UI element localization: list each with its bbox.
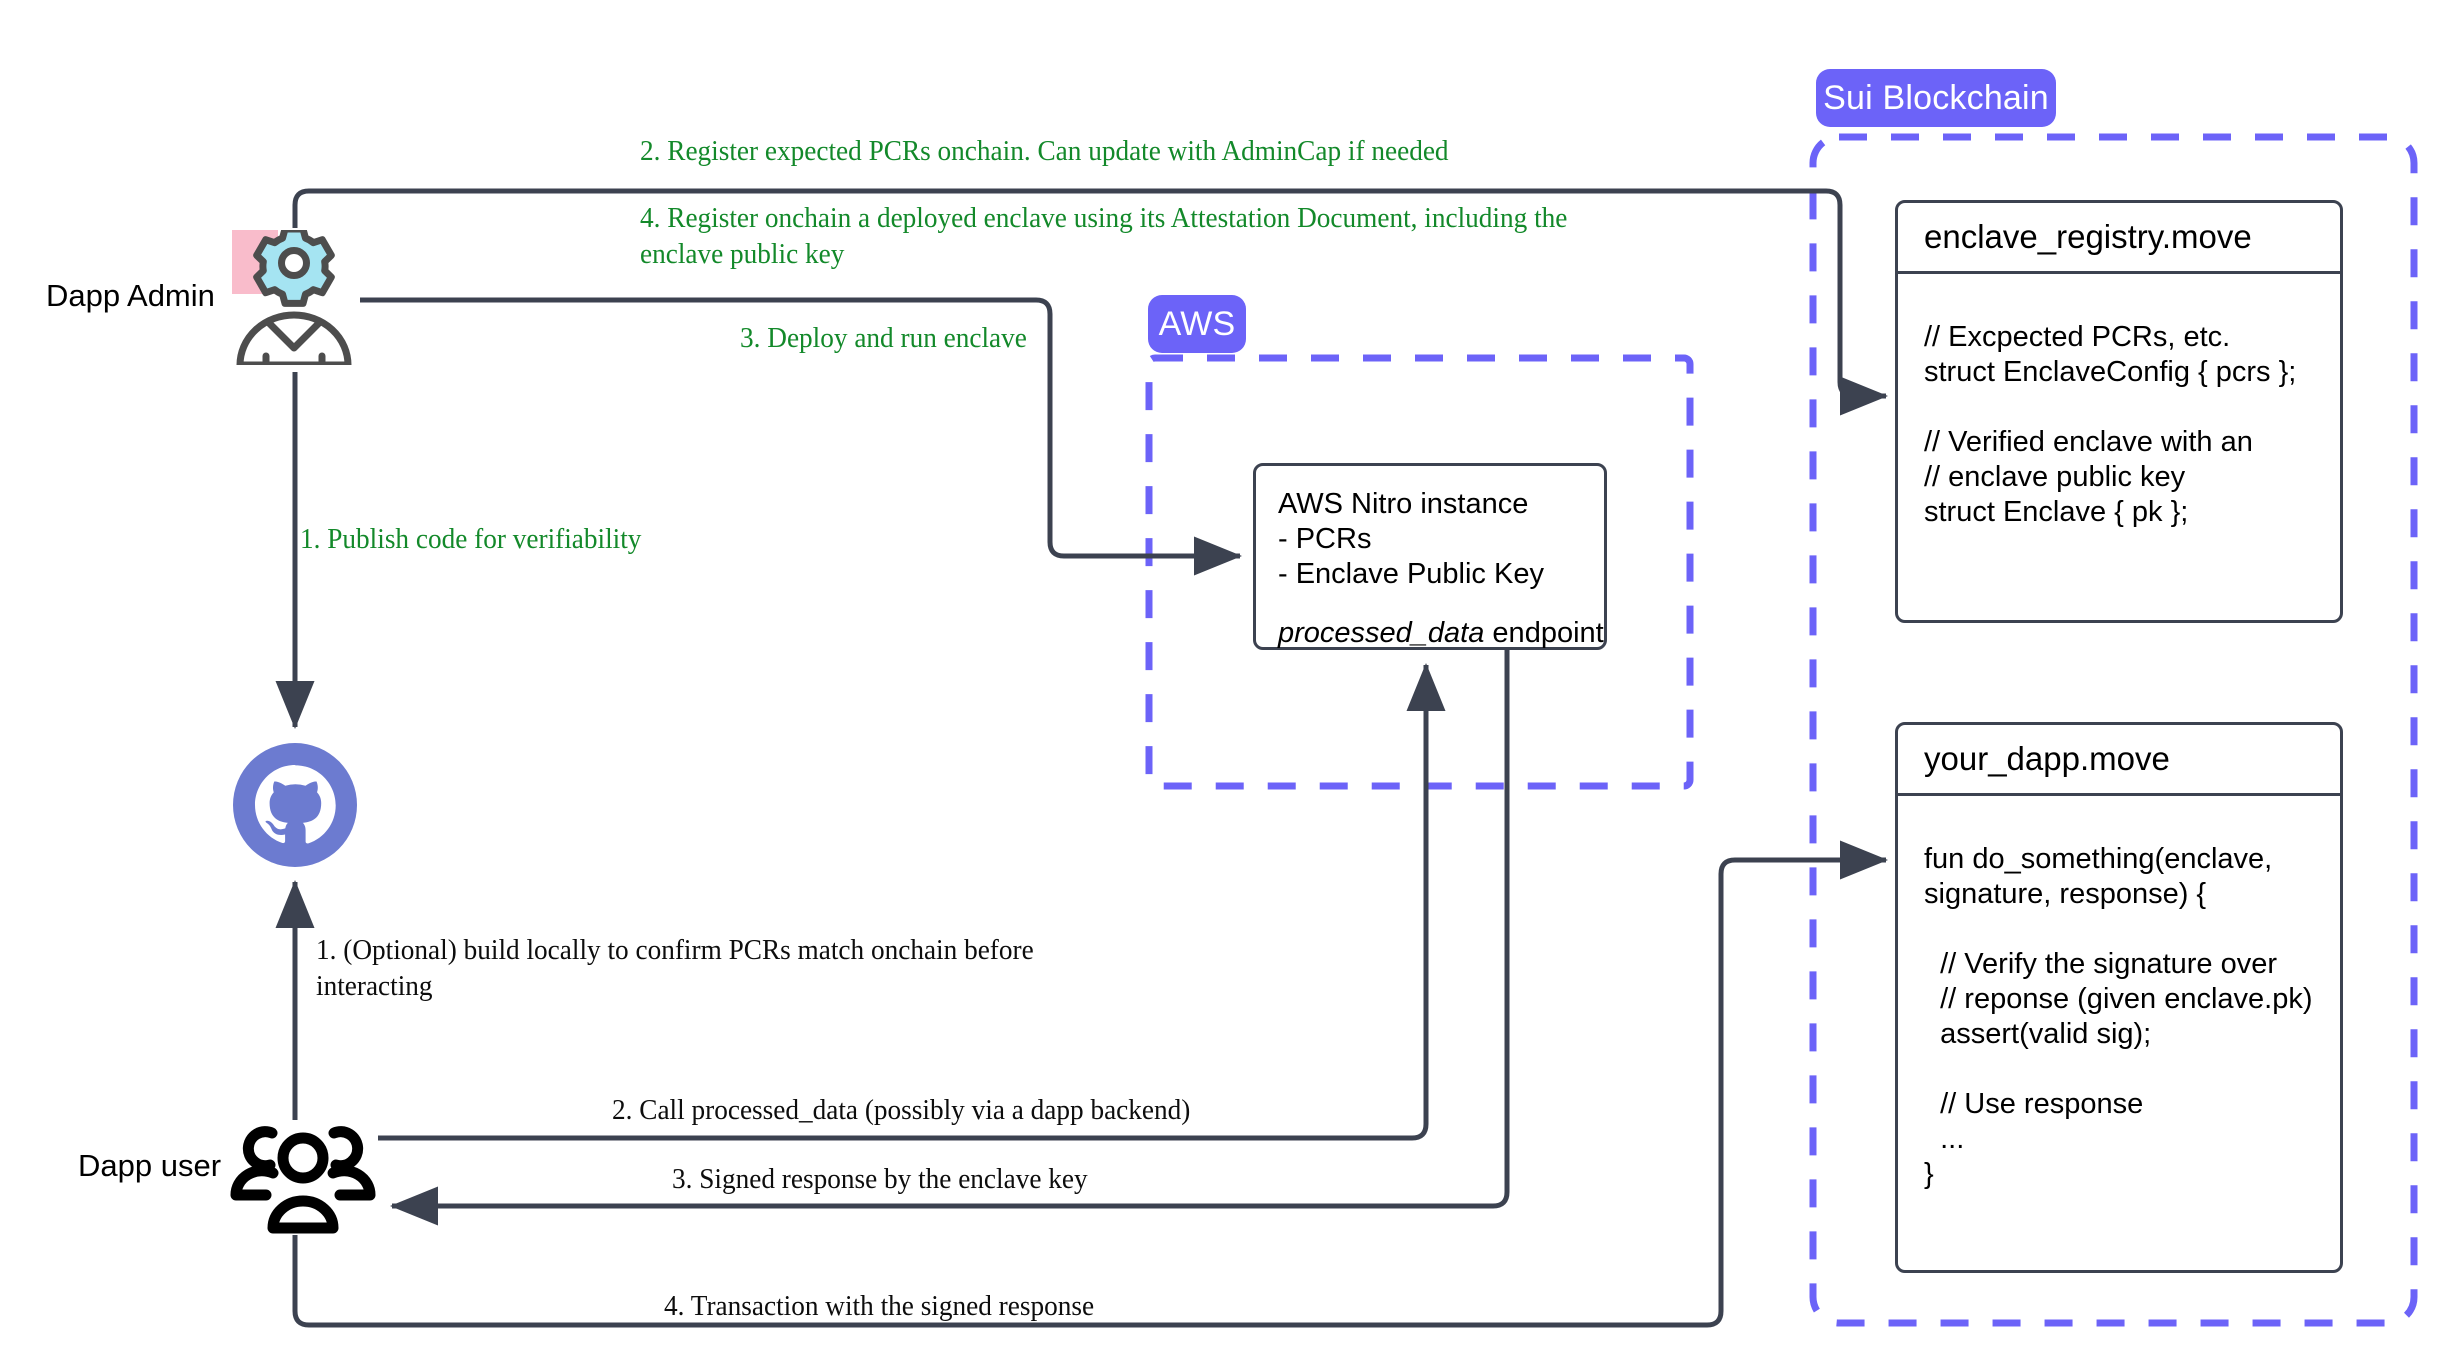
admin-pocket-ticks	[262, 352, 326, 369]
module-title-enclave-registry: enclave_registry.move	[1898, 203, 2340, 274]
dapp-admin-icon	[232, 225, 357, 369]
module-enclave-registry: enclave_registry.move // Excpected PCRs,…	[1895, 200, 2343, 623]
user-center-body	[267, 1195, 339, 1234]
connector-deploy-enclave	[360, 297, 1243, 576]
module-your-dapp: your_dapp.move fun do_something(enclave,…	[1895, 722, 2343, 1273]
nitro-bullet-pcrs: - PCRs	[1278, 523, 1372, 555]
flow-label-register-pcrs: 2. Register expected PCRs onchain. Can u…	[640, 135, 1449, 167]
connector-call-processed-data	[378, 662, 1446, 1141]
nitro-bullet-enclave-public-key: - Enclave Public Key	[1278, 558, 1544, 590]
module-body-your-dapp: fun do_something(enclave, signature, res…	[1924, 843, 2313, 1190]
flow-label-deploy-enclave: 3. Deploy and run enclave	[740, 322, 1027, 354]
connector-transaction	[292, 840, 1889, 1328]
module-title-your-dapp: your_dapp.move	[1898, 725, 2340, 796]
user-left-head	[242, 1126, 278, 1172]
user-right-body	[327, 1165, 376, 1201]
sui-blockchain-badge: Sui Blockchain	[1816, 69, 2056, 127]
admin-collar	[264, 318, 324, 352]
nitro-endpoint-suffix: endpoint	[1484, 617, 1604, 649]
module-body-enclave-registry: // Excpected PCRs, etc. struct EnclaveCo…	[1924, 321, 2297, 528]
github-octocat-glyph	[255, 765, 336, 844]
connector-register-pcrs	[292, 188, 1889, 416]
flow-label-publish-code: 1. Publish code for verifiability	[300, 523, 642, 555]
nitro-endpoint: processed_data endpoint	[1278, 616, 1604, 651]
nitro-endpoint-name: processed_data	[1278, 617, 1485, 649]
user-left-body	[230, 1165, 279, 1201]
gear-person-icon	[232, 225, 352, 369]
aws-badge: AWS	[1148, 295, 1246, 353]
gear-icon	[253, 225, 335, 307]
admin-shoulders	[236, 311, 352, 369]
flow-label-signed-response: 3. Signed response by the enclave key	[672, 1163, 1088, 1195]
aws-boundary-dashed	[1145, 354, 1694, 790]
github-repo-icon	[230, 740, 360, 870]
flow-label-register-enclave: 4. Register onchain a deployed enclave u…	[640, 202, 1568, 270]
nitro-spacer	[1278, 592, 1604, 616]
github-icon	[233, 743, 357, 867]
connector-signed-response	[389, 650, 1510, 1226]
github-circle	[233, 743, 357, 867]
flow-label-transaction: 4. Transaction with the signed response	[664, 1290, 1095, 1322]
users-group-icon	[230, 1126, 376, 1234]
dapp-admin-label: Dapp Admin	[46, 278, 215, 313]
aws-nitro-instance-box: AWS Nitro instance - PCRs - Enclave Publ…	[1253, 463, 1607, 650]
user-center-head	[277, 1132, 329, 1184]
nitro-title: AWS Nitro instance	[1278, 488, 1529, 520]
dapp-user-label: Dapp user	[78, 1148, 222, 1183]
user-right-head	[328, 1126, 364, 1172]
flow-label-build-locally: 1. (Optional) build locally to confirm P…	[316, 934, 1034, 1002]
sui-boundary-dashed	[1809, 133, 2418, 1327]
dapp-user-icon	[228, 1120, 378, 1235]
flow-label-call-processed-data: 2. Call processed_data (possibly via a d…	[612, 1094, 1191, 1126]
